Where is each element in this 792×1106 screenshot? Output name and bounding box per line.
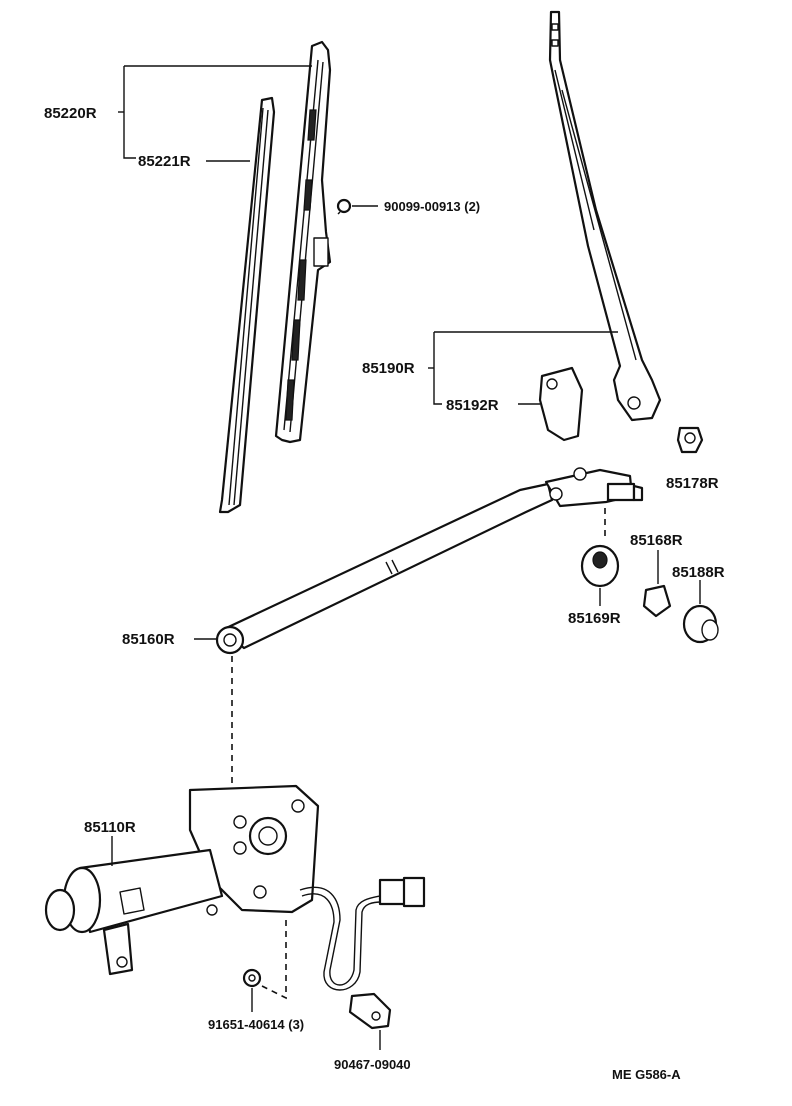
wiper-arm <box>548 10 662 422</box>
clamp-90467 <box>348 992 392 1030</box>
label-91651-40614: 91651-40614 (3) <box>208 1017 304 1032</box>
diagram-reference-code: ME G586-A <box>612 1067 681 1082</box>
label-85220r: 85220R <box>44 105 97 122</box>
wiper-motor <box>44 784 320 976</box>
label-85168r: 85168R <box>630 532 683 549</box>
label-85221r: 85221R <box>138 153 191 170</box>
label-90099-00913: 90099-00913 (2) <box>384 199 480 214</box>
grommet-85168r <box>642 584 672 618</box>
label-85160r: 85160R <box>122 631 175 648</box>
nut-cap-85178r <box>676 426 704 454</box>
motor-cable <box>299 876 426 991</box>
bushing-85188r <box>682 604 719 644</box>
wiper-blade-rubber <box>218 96 276 514</box>
bolt-91651 <box>242 968 262 988</box>
label-85190r: 85190R <box>362 360 415 377</box>
label-85169r: 85169R <box>568 610 621 627</box>
label-85110r: 85110R <box>84 819 136 836</box>
label-85188r: 85188R <box>672 564 725 581</box>
arm-cover <box>538 366 584 442</box>
screw-90099 <box>336 198 352 215</box>
label-90467-09040: 90467-09040 <box>334 1057 411 1072</box>
label-85192r: 85192R <box>446 397 499 414</box>
wiper-link-rod <box>215 467 644 655</box>
wiper-blade-assy <box>274 40 332 444</box>
grommet-85169r <box>580 544 620 588</box>
label-85178r: 85178R <box>666 475 719 492</box>
